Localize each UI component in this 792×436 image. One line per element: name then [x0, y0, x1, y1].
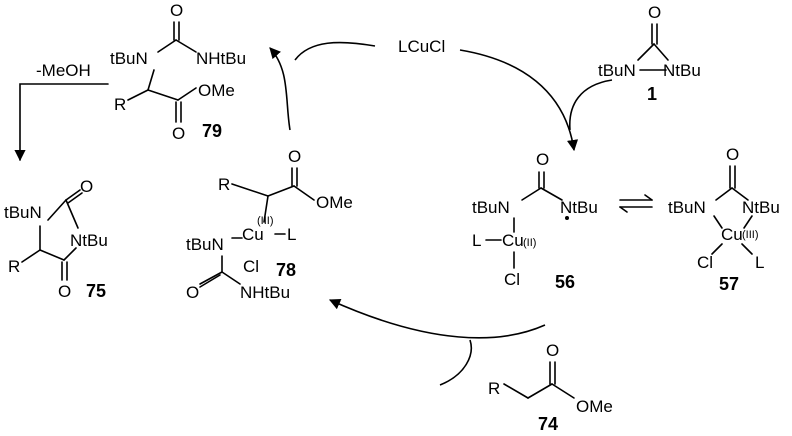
reagent-1-label: 1 — [647, 84, 657, 104]
int-78-carbonyl-o: O — [288, 147, 301, 166]
arrow-79-to-75 — [14, 83, 109, 162]
int-57-chloride: Cl — [697, 253, 713, 272]
int-56-n2: NtBu — [560, 198, 598, 217]
equilibrium-backward-head — [619, 206, 628, 213]
elimination-label: -MeOH — [36, 61, 91, 80]
int-78-cu: Cu — [242, 225, 264, 244]
product-75-label: 75 — [86, 281, 106, 301]
int-78-n1: tBuN — [186, 235, 224, 254]
int-78-oxidation: (III) — [257, 215, 274, 227]
int-78-r: R — [218, 175, 230, 194]
substrate-74-ester: OMe — [576, 397, 613, 416]
int-79-urea-o: O — [170, 1, 183, 20]
substrate-74-carbonyl-o: O — [546, 341, 559, 360]
intermediate-57: O tBuN NtBu Cu (III) Cl L 57 — [668, 145, 780, 294]
int-79-n1: tBuN — [110, 49, 148, 68]
int-56-radical-dot — [565, 216, 569, 220]
equilibrium-forward-head — [644, 194, 653, 201]
intermediate-78: O OMe R Cu (III) L tBuN Cl 78 O NHtBu — [186, 147, 353, 302]
int-79-ester: OMe — [198, 81, 235, 100]
arrow-56-to-78 — [328, 299, 546, 339]
arrow-reagent-1-merge — [569, 79, 613, 131]
product-75-o-top: O — [80, 177, 93, 196]
int-78-urea-o: O — [186, 283, 199, 302]
reagent-1-carbonyl-o: O — [648, 3, 661, 22]
int-57-carbonyl-o: O — [726, 145, 739, 164]
substrate-74: O OMe R 74 — [488, 341, 613, 434]
int-56-cu: Cu — [502, 231, 524, 250]
int-78-chloride: Cl — [243, 257, 259, 276]
arrow-78-to-79 — [269, 47, 291, 131]
arrow-79-to-lcucl — [294, 41, 376, 61]
intermediate-56: O tBuN NtBu L Cu (II) Cl 56 — [472, 150, 598, 292]
int-78-label: 78 — [276, 260, 296, 280]
int-57-ligand: L — [755, 253, 764, 272]
cycle-arrows — [14, 41, 653, 386]
product-75-n3: NtBu — [70, 231, 108, 250]
substrate-74-label: 74 — [538, 414, 558, 434]
intermediate-79: O tBuN NHtBu R OMe O 79 — [110, 1, 246, 143]
product-75-o-bottom: O — [58, 282, 71, 301]
reagent-1: O tBuN NtBu 1 — [598, 3, 701, 104]
int-78-ligand: L — [287, 225, 296, 244]
product-75-r: R — [8, 257, 20, 276]
int-56-chloride: Cl — [504, 270, 520, 289]
int-56-n1: tBuN — [472, 198, 510, 217]
int-79-r: R — [114, 95, 126, 114]
int-57-n1: tBuN — [668, 198, 706, 217]
product-75: O tBuN NtBu R O 75 — [4, 177, 108, 301]
int-79-nh: NHtBu — [196, 49, 246, 68]
int-78-ester: OMe — [316, 193, 353, 212]
int-79-label: 79 — [202, 121, 222, 141]
int-57-oxidation: (III) — [742, 229, 759, 241]
int-79-carbonyl-o: O — [172, 124, 185, 143]
catalyst-label: LCuCl — [398, 37, 445, 56]
int-56-oxidation: (II) — [523, 237, 536, 249]
reagent-1-left-n: tBuN — [598, 61, 636, 80]
substrate-74-r: R — [488, 379, 500, 398]
int-57-label: 57 — [719, 274, 739, 294]
int-56-carbonyl-o: O — [536, 150, 549, 169]
int-56-ligand: L — [472, 231, 481, 250]
int-78-nh: NHtBu — [240, 283, 290, 302]
int-57-cu: Cu — [721, 225, 743, 244]
arrow-lcucl-to-56 — [459, 49, 579, 152]
arrow-substrate-74-merge — [439, 339, 472, 386]
product-75-n1: tBuN — [4, 203, 42, 222]
int-56-label: 56 — [555, 272, 575, 292]
reagent-1-right-n: NtBu — [663, 61, 701, 80]
int-57-n2: NtBu — [742, 198, 780, 217]
